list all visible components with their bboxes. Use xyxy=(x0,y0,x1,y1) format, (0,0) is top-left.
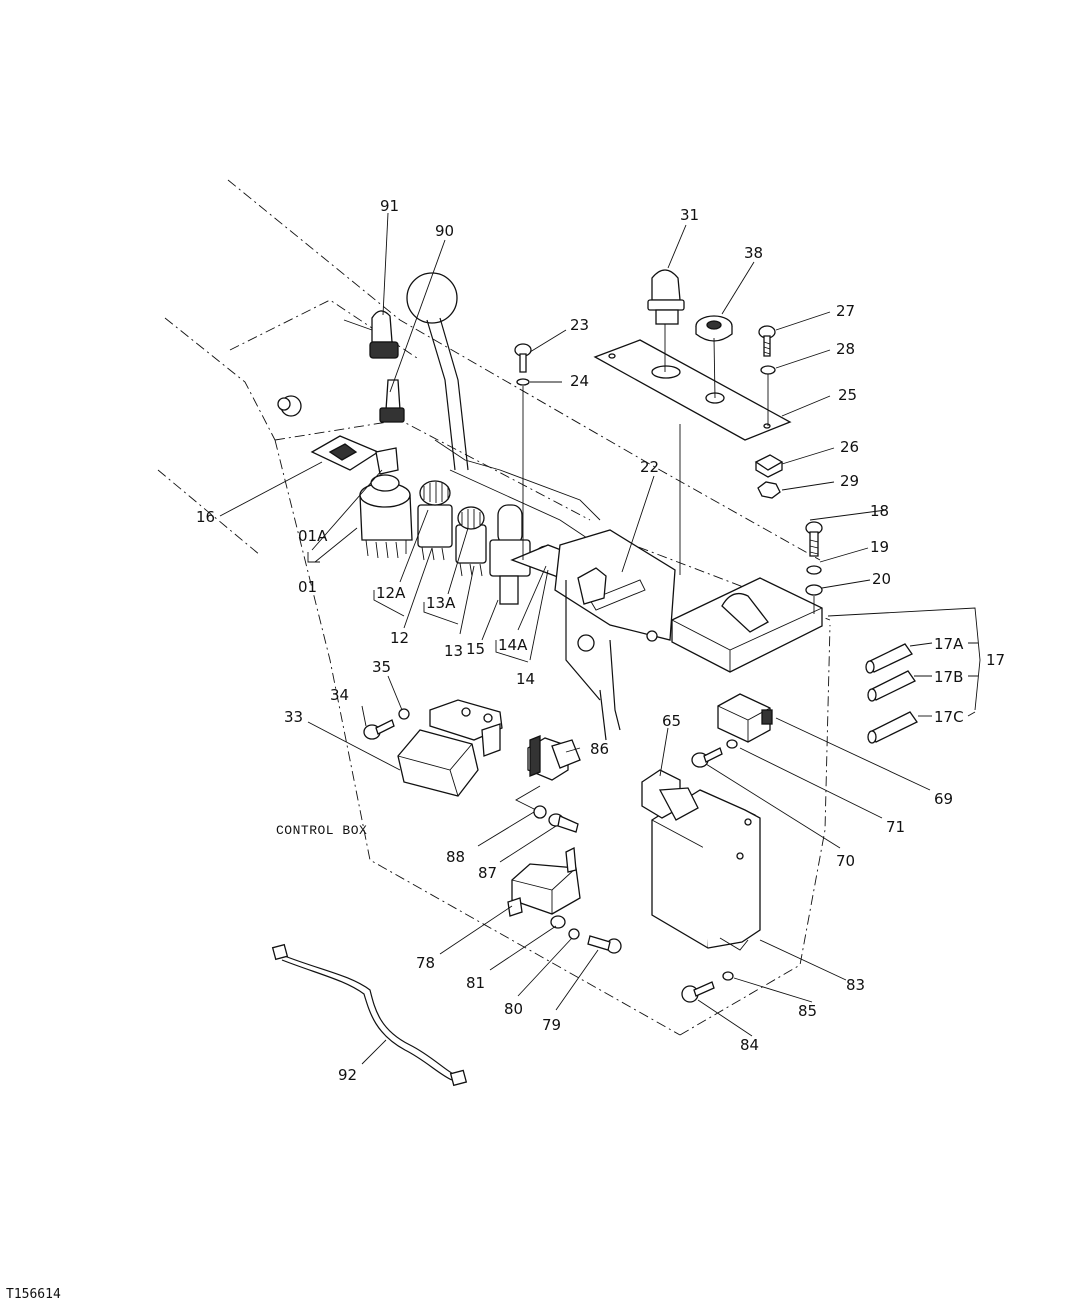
control-box-label: CONTROL BOX xyxy=(276,823,367,838)
callout-71: 71 xyxy=(886,818,905,836)
buzzer-33 xyxy=(397,699,503,797)
relay-86 xyxy=(515,735,581,813)
washer-88 xyxy=(533,805,547,819)
callout-78: 78 xyxy=(416,954,435,972)
fuse-17b xyxy=(867,670,916,702)
callout-87: 87 xyxy=(478,864,497,882)
callout-24: 24 xyxy=(570,372,589,390)
screw-27 xyxy=(758,325,776,357)
callout-88: 88 xyxy=(446,848,465,866)
callout-14a: 14A xyxy=(498,636,528,654)
callout-15: 15 xyxy=(466,640,485,658)
callout-14: 14 xyxy=(516,670,535,688)
washer-85 xyxy=(722,971,734,981)
plate-25 xyxy=(593,339,792,441)
callout-16: 16 xyxy=(196,508,215,526)
controller-tab xyxy=(719,937,749,951)
callout-70: 70 xyxy=(836,852,855,870)
washer-35 xyxy=(398,708,410,720)
callout-labels: 91 90 31 38 23 27 24 28 25 26 29 22 16 0… xyxy=(6,197,1005,1302)
callout-35: 35 xyxy=(372,658,391,676)
callout-01: 01 xyxy=(298,578,317,596)
callout-13a: 13A xyxy=(426,594,456,612)
indicator-lamp xyxy=(277,395,302,417)
nut-29 xyxy=(757,481,781,499)
callout-84: 84 xyxy=(740,1036,759,1054)
leader-lines xyxy=(219,212,981,1065)
fuse-box-17 xyxy=(671,577,823,673)
screw-84 xyxy=(681,981,715,1003)
screw-79 xyxy=(587,935,622,954)
nut-26 xyxy=(754,454,784,478)
callout-20: 20 xyxy=(872,570,891,588)
callout-69: 69 xyxy=(934,790,953,808)
harness-92 xyxy=(271,943,468,1087)
lever-90 xyxy=(406,272,469,471)
callout-79: 79 xyxy=(542,1016,561,1034)
callout-90: 90 xyxy=(435,222,454,240)
rotary-switch-12 xyxy=(417,480,453,561)
callout-34: 34 xyxy=(330,686,349,704)
washer-24 xyxy=(516,378,530,386)
lamp-31 xyxy=(647,269,685,372)
callout-91: 91 xyxy=(380,197,399,215)
switch-15 xyxy=(489,504,531,605)
screw-34 xyxy=(363,719,395,740)
callout-23: 23 xyxy=(570,316,589,334)
callout-17c: 17C xyxy=(934,708,964,726)
screw-87 xyxy=(548,813,579,833)
washer-80 xyxy=(568,928,580,940)
callout-92: 92 xyxy=(338,1066,357,1084)
callout-18: 18 xyxy=(870,502,889,520)
callout-01a: 01A xyxy=(298,527,328,545)
callout-86: 86 xyxy=(590,740,609,758)
rotary-switch-13 xyxy=(455,506,487,577)
callout-81: 81 xyxy=(466,974,485,992)
connector-65 xyxy=(641,769,699,821)
key-switch-01 xyxy=(359,447,413,559)
callout-28: 28 xyxy=(836,340,855,358)
callout-33: 33 xyxy=(284,708,303,726)
fuse-17a xyxy=(865,643,913,674)
washer-81 xyxy=(550,915,566,929)
relay-69 xyxy=(717,693,773,743)
fuse-17c xyxy=(867,711,918,744)
callout-38: 38 xyxy=(744,244,763,262)
callout-85: 85 xyxy=(798,1002,817,1020)
callout-26: 26 xyxy=(840,438,859,456)
washer-20 xyxy=(805,584,823,596)
callout-80: 80 xyxy=(504,1000,523,1018)
bracket-22 xyxy=(554,529,676,741)
callout-17b: 17B xyxy=(934,668,963,686)
rocker-switch-16 xyxy=(310,435,380,471)
screw-70 xyxy=(691,747,723,768)
screw-23 xyxy=(514,343,532,373)
callout-19: 19 xyxy=(870,538,889,556)
callout-25: 25 xyxy=(838,386,857,404)
toggle-switch-91 xyxy=(343,310,405,423)
washer-19 xyxy=(806,565,822,575)
callout-29: 29 xyxy=(840,472,859,490)
callout-65: 65 xyxy=(662,712,681,730)
callout-83: 83 xyxy=(846,976,865,994)
callout-27: 27 xyxy=(836,302,855,320)
grommet-38 xyxy=(695,315,733,399)
callout-12: 12 xyxy=(390,629,409,647)
callout-12a: 12A xyxy=(376,584,406,602)
washer-28 xyxy=(760,365,776,375)
unit-78 xyxy=(507,846,581,917)
figure-id: T156614 xyxy=(6,1287,61,1302)
callout-31: 31 xyxy=(680,206,699,224)
callout-17: 17 xyxy=(986,651,1005,669)
controller-83 xyxy=(651,789,761,949)
callout-13: 13 xyxy=(444,642,463,660)
washer-71 xyxy=(726,739,738,749)
callout-22: 22 xyxy=(640,458,659,476)
callout-17a: 17A xyxy=(934,635,964,653)
screw-18 xyxy=(805,521,823,557)
